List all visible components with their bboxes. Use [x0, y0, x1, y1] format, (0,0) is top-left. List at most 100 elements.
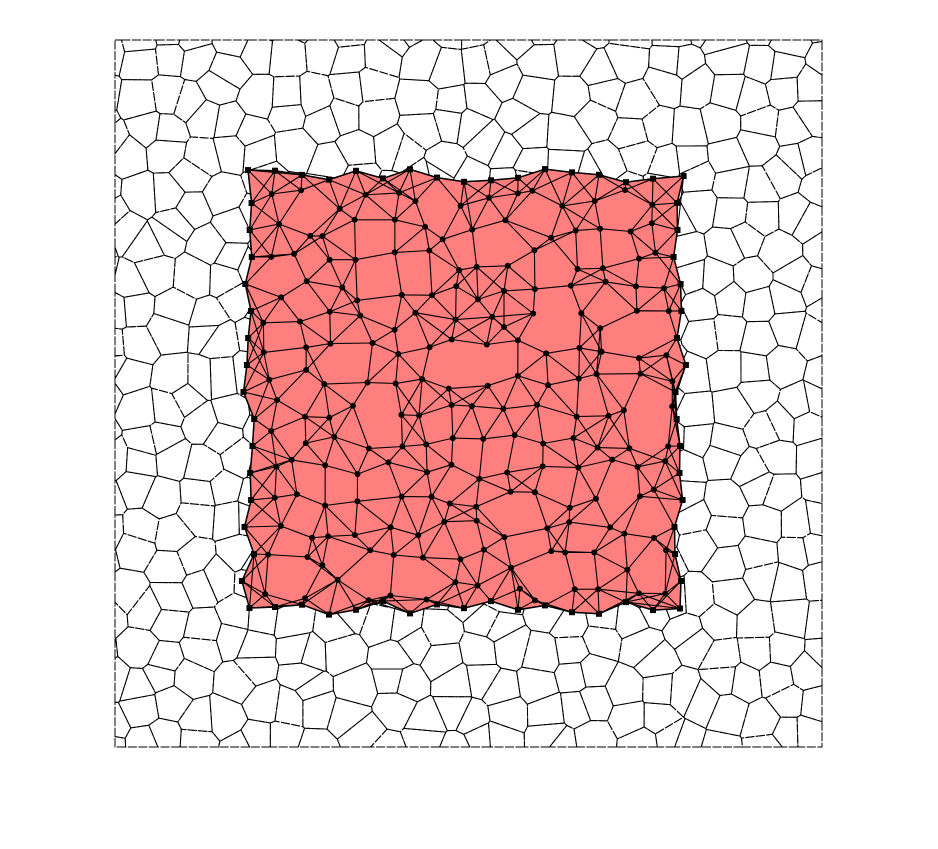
- triangulation-edge: [301, 174, 330, 181]
- triangulation-edge: [463, 179, 492, 183]
- triangulation-edge: [542, 443, 579, 468]
- triangulation-edge: [635, 258, 640, 287]
- boundary-node: [246, 227, 253, 233]
- triangulation-edge: [676, 337, 687, 366]
- triangulation-edge: [574, 588, 600, 615]
- voronoi-cell: [428, 46, 466, 90]
- triangulation-edge: [580, 312, 603, 352]
- triangulation-edge: [507, 465, 543, 474]
- triangulation-edge: [269, 369, 307, 381]
- triangulation-edge: [368, 594, 391, 601]
- interior-node: [423, 596, 430, 603]
- interior-node: [390, 552, 397, 558]
- triangulation-edge: [307, 556, 338, 581]
- triangulation-edge: [597, 447, 613, 461]
- triangulation-edge: [418, 379, 423, 416]
- triangulation-edge: [629, 447, 666, 462]
- triangulation-edge: [451, 385, 489, 406]
- triangulation-edge: [354, 194, 367, 221]
- interior-node: [597, 225, 604, 232]
- triangulation-edge: [569, 467, 579, 508]
- interior-node: [593, 371, 600, 378]
- triangulation-edge: [394, 252, 403, 295]
- triangulation-edge: [400, 378, 423, 416]
- boundary-node: [596, 171, 602, 178]
- triangulation-edge: [673, 499, 684, 528]
- triangulation-edge: [477, 299, 493, 318]
- interior-node: [501, 324, 507, 330]
- boundary-node: [677, 443, 683, 449]
- triangulation-edge: [280, 525, 313, 539]
- triangulation-edge: [330, 315, 361, 344]
- triangulation-edge: [568, 498, 597, 523]
- voronoi-cell: [403, 694, 448, 733]
- triangulation-edge: [651, 204, 653, 224]
- triangulation-edge: [330, 342, 373, 345]
- triangulation-edge: [426, 437, 453, 445]
- triangulation-edge: [401, 294, 416, 314]
- interior-node: [354, 297, 361, 304]
- interior-node: [609, 456, 616, 463]
- triangulation-edge: [244, 526, 269, 555]
- triangulation-edge: [595, 459, 613, 500]
- boundary-node: [248, 308, 254, 314]
- interior-node: [576, 344, 583, 351]
- triangulation-edge: [503, 313, 534, 328]
- triangulation-edge: [483, 549, 512, 569]
- interior-node: [514, 337, 521, 344]
- voronoi-cell: [578, 685, 614, 722]
- triangulation-edge: [249, 229, 272, 258]
- triangulation-edge: [243, 379, 270, 393]
- triangulation-edge: [510, 567, 536, 601]
- triangulation-edge: [598, 592, 640, 615]
- triangulation-edge: [449, 503, 477, 522]
- triangulation-edge: [578, 459, 613, 469]
- boundary-node: [299, 171, 305, 178]
- voronoi-cell: [212, 659, 257, 705]
- triangulation-edge: [651, 223, 657, 253]
- voronoi-cell: [743, 44, 776, 85]
- triangulation-edge: [455, 266, 478, 287]
- triangulation-edge: [271, 189, 302, 195]
- triangulation-edge: [390, 595, 411, 614]
- triangulation-edge: [249, 202, 253, 231]
- triangulation-edge: [328, 579, 339, 615]
- triangulation-edge: [252, 445, 277, 468]
- triangulation-edge: [304, 597, 330, 616]
- interior-node: [326, 256, 333, 263]
- triangulation-edge: [625, 178, 654, 183]
- triangulation-edge: [503, 288, 535, 292]
- triangulation-edge: [357, 461, 389, 475]
- boundary-node: [380, 175, 386, 182]
- triangulation-edge: [486, 326, 505, 345]
- triangulation-edge: [333, 436, 358, 475]
- voronoi-cell: [739, 696, 782, 739]
- voronoi-cell: [438, 729, 471, 748]
- interior-node: [636, 493, 643, 500]
- interior-node: [476, 475, 483, 482]
- interior-node: [326, 308, 333, 315]
- interior-node: [325, 533, 332, 540]
- voronoi-cell: [756, 228, 804, 274]
- interior-node: [419, 376, 426, 383]
- triangulation-edge: [503, 536, 512, 568]
- triangulation-edge: [668, 310, 678, 339]
- voronoi-cell: [764, 400, 795, 443]
- triangulation-edge: [569, 521, 611, 528]
- triangulation-edge: [479, 471, 508, 480]
- voronoi-cell: [774, 106, 814, 147]
- voronoi-cell: [735, 598, 776, 639]
- triangulation-edge: [452, 437, 484, 440]
- triangulation-edge: [299, 311, 330, 323]
- triangulation-edge: [333, 405, 354, 438]
- voronoi-cell: [173, 657, 215, 700]
- triangulation-edge: [680, 283, 682, 312]
- interior-node: [457, 556, 464, 563]
- interior-node: [448, 402, 455, 408]
- boundary-node: [248, 254, 255, 260]
- triangulation-edge: [400, 414, 427, 445]
- voronoi-cell: [761, 154, 803, 200]
- triangulation-edge: [476, 520, 485, 550]
- voronoi-cell: [235, 73, 275, 120]
- triangulation-edge: [251, 223, 280, 258]
